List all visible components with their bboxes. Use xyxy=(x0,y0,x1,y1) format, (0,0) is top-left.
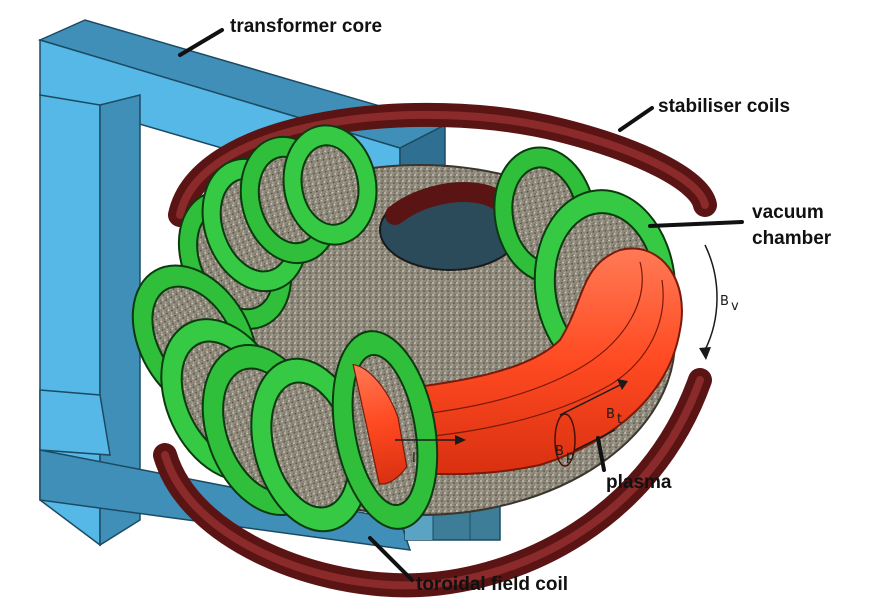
label-stabiliser-coils: stabiliser coils xyxy=(658,96,790,117)
label-transformer-core: transformer core xyxy=(230,16,382,37)
leader-toroidal-field-coil xyxy=(368,536,414,582)
label-plasma: plasma xyxy=(606,472,672,493)
leader-stabiliser-coils xyxy=(618,106,654,132)
b-poloidal-symbol: B xyxy=(555,444,564,459)
b-poloidal-subscript: p xyxy=(566,449,574,464)
leader-plasma xyxy=(596,436,606,472)
current-symbol: I xyxy=(412,451,416,466)
leader-vacuum-chamber xyxy=(648,220,744,228)
label-toroidal-field-coil: toroidal field coil xyxy=(416,574,568,595)
labels: transformer core stabiliser coils vacuum… xyxy=(230,16,832,595)
b-toroidal-subscript: t xyxy=(617,412,622,427)
physics-symbols: I B v B t B p xyxy=(412,294,739,466)
leader-lines xyxy=(178,28,744,582)
b-toroidal-symbol: B xyxy=(606,407,615,422)
leader-transformer-core xyxy=(178,28,224,57)
field-arrows xyxy=(395,244,718,451)
b-vertical-subscript: v xyxy=(731,299,739,314)
b-vertical-symbol: B xyxy=(720,294,729,309)
label-vacuum-line2: chamber xyxy=(752,228,832,249)
front-toroidal-coil xyxy=(331,330,439,530)
label-vacuum-line1: vacuum xyxy=(752,202,824,223)
